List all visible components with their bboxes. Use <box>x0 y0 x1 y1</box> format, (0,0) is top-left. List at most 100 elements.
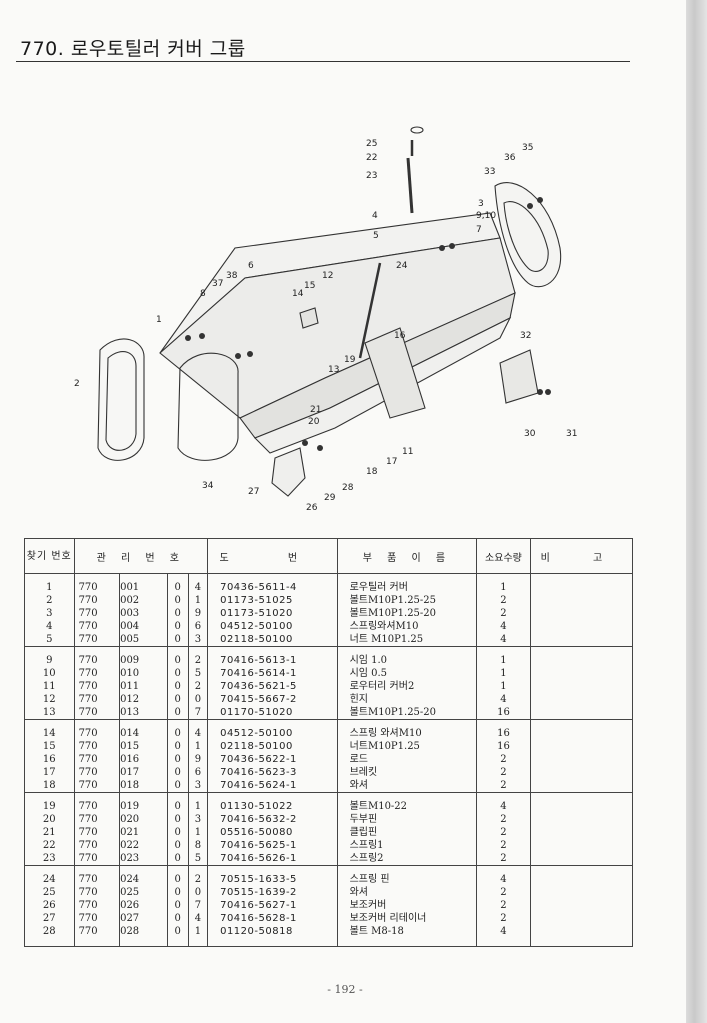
cell-m4: 6 <box>187 766 209 779</box>
cell-dw: 70436-5611-4 <box>207 581 338 594</box>
callout-37: 37 <box>212 279 223 289</box>
cell-no: 22 <box>24 839 75 852</box>
cell-dw: 01130-51022 <box>207 800 338 813</box>
cell-m2: 021 <box>119 826 168 839</box>
spacer-cell <box>119 647 168 654</box>
cell-no: 19 <box>24 800 75 813</box>
cell-m1: 770 <box>73 620 121 633</box>
cell-name: 볼트M10P1.25-20 <box>336 607 478 620</box>
cell-name: 볼트 M8-18 <box>336 925 478 938</box>
cell-m2: 019 <box>119 800 168 813</box>
spacer-cell <box>187 646 209 647</box>
cell-m3: 0 <box>166 680 189 693</box>
cell-m3: 0 <box>166 925 189 938</box>
cell-m1: 770 <box>73 839 121 852</box>
spacer-cell <box>529 646 634 647</box>
spacer-cell <box>476 720 531 727</box>
cell-m3: 0 <box>166 899 189 912</box>
callout-1: 1 <box>156 315 162 325</box>
cell-m2: 014 <box>119 727 168 740</box>
header-management-no: 관 리 번 호 <box>73 538 209 574</box>
spacer-cell <box>207 938 338 947</box>
cell-m3: 0 <box>166 873 189 886</box>
cell-m4: 6 <box>187 620 209 633</box>
cell-name: 보조커버 리테이너 <box>336 912 478 925</box>
cell-name: 클립핀 <box>336 826 478 839</box>
cell-qty: 2 <box>476 753 531 766</box>
callout-2: 2 <box>74 379 80 389</box>
spacer-cell <box>187 793 209 800</box>
cell-remarks <box>529 886 634 899</box>
spacer-cell <box>476 793 531 800</box>
table-spacer <box>24 573 634 581</box>
callout-26: 26 <box>306 503 318 513</box>
cell-name: 스프링1 <box>336 839 478 852</box>
cell-dw: 70515-1633-5 <box>207 873 338 886</box>
table-spacer <box>24 865 634 866</box>
callout-4: 4 <box>372 211 378 221</box>
cell-remarks <box>529 693 634 706</box>
cell-m2: 003 <box>119 607 168 620</box>
cell-remarks <box>529 727 634 740</box>
cell-no: 26 <box>24 899 75 912</box>
spacer-cell <box>187 866 209 873</box>
spacer-cell <box>207 719 338 720</box>
cell-m4: 3 <box>187 633 209 647</box>
cell-remarks <box>529 581 634 594</box>
table-header-row: 찾기 번호 관 리 번 호 도 번 부 품 이 름 소요수량 비 고 <box>24 538 634 574</box>
cell-dw: 01173-51020 <box>207 607 338 620</box>
spacer-cell <box>119 866 168 873</box>
cell-m1: 770 <box>73 852 121 866</box>
cell-dw: 70416-5625-1 <box>207 839 338 852</box>
spacer-cell <box>119 573 168 581</box>
cell-m2: 005 <box>119 633 168 647</box>
cell-m2: 026 <box>119 899 168 912</box>
spacer-cell <box>187 719 209 720</box>
spacer-cell <box>119 793 168 800</box>
cell-m3: 0 <box>166 826 189 839</box>
spacer-cell <box>24 865 75 866</box>
cell-remarks <box>529 667 634 680</box>
spacer-cell <box>336 938 478 947</box>
spacer-cell <box>207 573 338 581</box>
spacer-cell <box>24 938 75 947</box>
cell-m1: 770 <box>73 886 121 899</box>
cell-m4: 2 <box>187 680 209 693</box>
spacer-cell <box>336 792 478 793</box>
callout-30: 30 <box>524 429 536 439</box>
spacer-cell <box>529 647 634 654</box>
cell-dw: 70515-1639-2 <box>207 886 338 899</box>
cell-m4: 2 <box>187 654 209 667</box>
cell-m3: 0 <box>166 852 189 866</box>
cell-m4: 4 <box>187 581 209 594</box>
callout-20: 20 <box>308 417 320 427</box>
callout-16: 16 <box>394 331 406 341</box>
cell-remarks <box>529 654 634 667</box>
cell-m3: 0 <box>166 693 189 706</box>
callout-5: 5 <box>373 231 379 241</box>
cell-name: 시임 0.5 <box>336 667 478 680</box>
cell-name: 볼트M10P1.25-25 <box>336 594 478 607</box>
cell-m3: 0 <box>166 886 189 899</box>
cell-m1: 770 <box>73 594 121 607</box>
callout-24: 24 <box>396 261 408 271</box>
cell-m1: 770 <box>73 826 121 839</box>
cell-m4: 1 <box>187 826 209 839</box>
spacer-cell <box>207 647 338 654</box>
spacer-cell <box>476 573 531 581</box>
cell-m2: 004 <box>119 620 168 633</box>
cell-m2: 013 <box>119 706 168 720</box>
callout-9-10: 9,10 <box>476 211 496 221</box>
spacer-cell <box>24 720 75 727</box>
callout-32: 32 <box>520 331 531 341</box>
cell-dw: 70436-5622-1 <box>207 753 338 766</box>
cell-name: 두부핀 <box>336 813 478 826</box>
cell-m4: 4 <box>187 727 209 740</box>
